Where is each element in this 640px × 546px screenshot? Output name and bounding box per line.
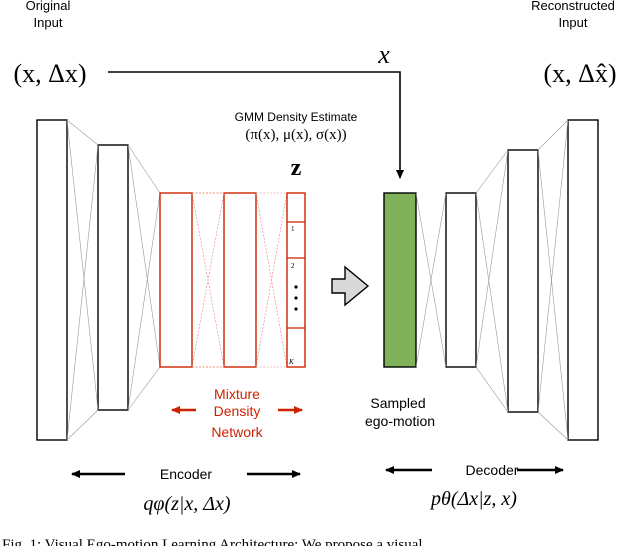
decoder-hidden-layer-2 xyxy=(507,149,539,413)
reconstructed-expression: (x, Δx̂) xyxy=(543,59,616,88)
gmm-ellipsis-dot xyxy=(294,307,298,311)
gmm-slot-k: K xyxy=(288,358,294,366)
sampled-label: Sampled xyxy=(370,395,425,411)
gmm-output-layer xyxy=(286,192,306,368)
decoder-hidden-layer-1 xyxy=(445,192,477,368)
encoder-distribution: qφ(z|x, Δx) xyxy=(143,493,230,515)
reconstructed-input-label: Reconstructed xyxy=(531,0,615,13)
gmm-slot-2: 2 xyxy=(291,262,295,270)
original-input-label-2: Input xyxy=(34,15,63,30)
sampled-ego-motion-layer xyxy=(383,192,417,368)
gmm-ellipsis-dot xyxy=(294,285,298,289)
decoder-label: Decoder xyxy=(466,462,519,478)
mdn-label-2: Density xyxy=(214,403,261,419)
mdn-label-3: Network xyxy=(211,424,263,440)
mdn-layer-1 xyxy=(159,192,193,368)
figure-caption: Fig. 1: Visual Ego-motion Learning Archi… xyxy=(2,537,423,546)
decoder-connections xyxy=(415,119,569,441)
decoder-distribution: pθ(Δx|z, x) xyxy=(429,488,517,510)
encoder-connections xyxy=(66,119,161,441)
mdn-connections xyxy=(191,192,288,368)
encoder-label: Encoder xyxy=(160,466,212,482)
original-input-label: Original xyxy=(26,0,71,13)
gmm-title: GMM Density Estimate xyxy=(235,110,358,124)
latent-z-label: z xyxy=(291,155,302,181)
skip-connection-arrow xyxy=(108,71,404,179)
decoder-output-layer xyxy=(567,119,599,441)
mdn-layer-2 xyxy=(223,192,257,368)
gmm-ellipsis-dot xyxy=(294,296,298,300)
mdn-label: Mixture xyxy=(214,386,260,402)
reconstructed-input-label-2: Input xyxy=(559,15,588,30)
encoder-hidden-layer xyxy=(97,144,129,411)
encoder-input-layer xyxy=(36,119,68,441)
sampled-label-2: ego-motion xyxy=(365,413,435,429)
sampling-arrow xyxy=(331,265,370,307)
skip-connection-label: x xyxy=(377,40,390,69)
input-expression: (x, Δx) xyxy=(13,59,86,88)
gmm-slot-1: 1 xyxy=(291,225,295,233)
gmm-parameters: (π(x), μ(x), σ(x)) xyxy=(245,127,346,143)
